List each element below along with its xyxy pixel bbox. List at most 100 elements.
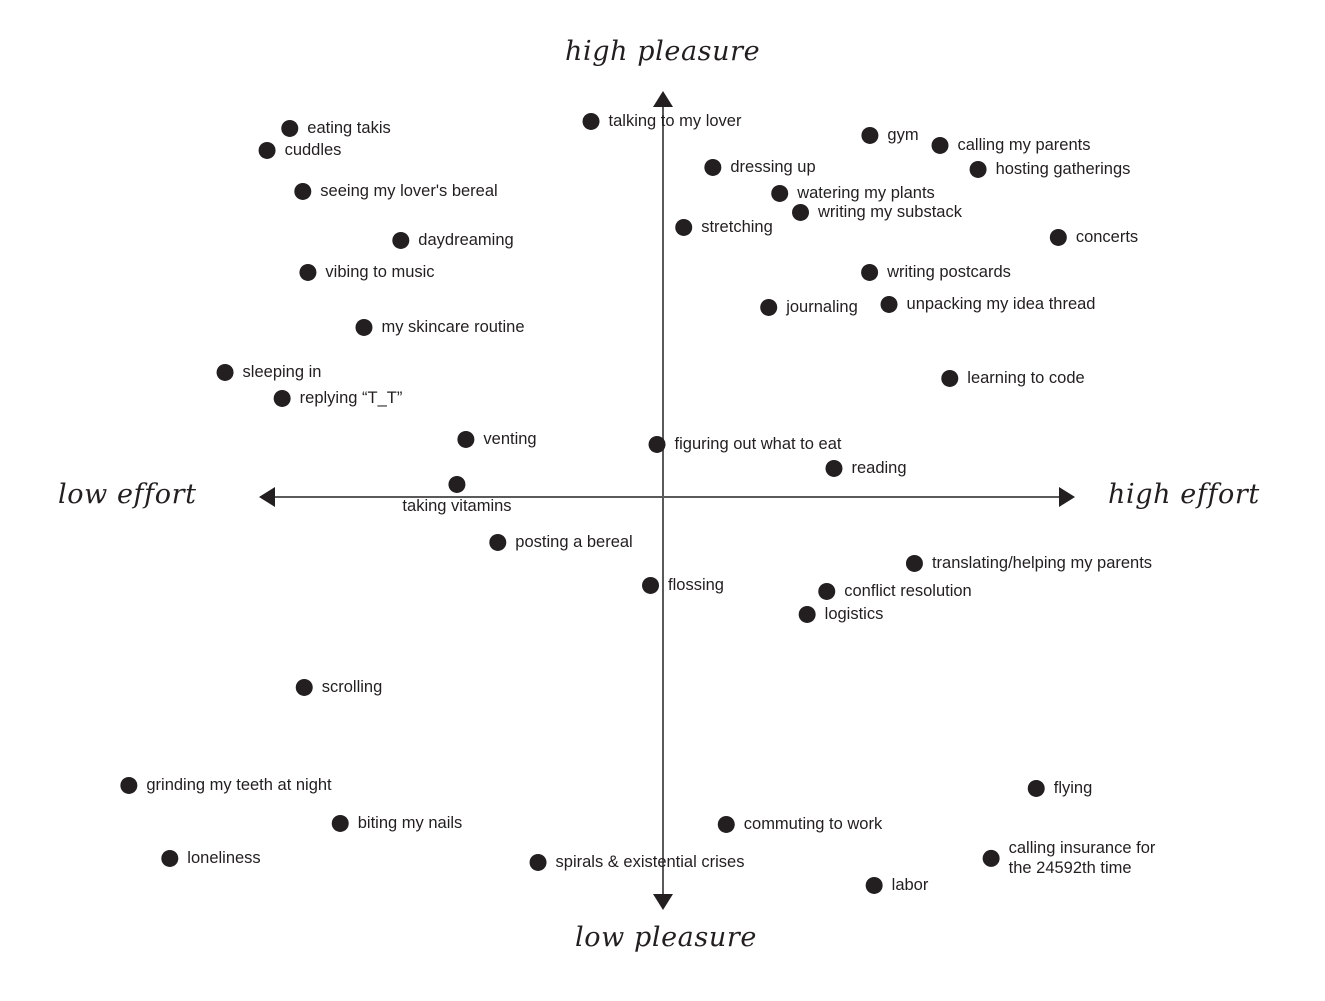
data-point[interactable]: reading xyxy=(825,458,907,478)
axis-label-low-effort: low effort xyxy=(58,479,197,510)
data-point[interactable]: labor xyxy=(865,875,928,895)
data-point-dot xyxy=(489,533,507,551)
data-point-label: gym xyxy=(887,125,919,144)
data-point[interactable]: watering my plants xyxy=(771,183,935,203)
data-point-dot xyxy=(294,182,312,200)
data-point[interactable]: gym xyxy=(861,125,919,145)
data-point[interactable]: dressing up xyxy=(704,157,816,177)
arrow-down-icon xyxy=(653,894,673,910)
data-point-label: figuring out what to eat xyxy=(674,434,842,453)
data-point-label: spirals & existential crises xyxy=(555,852,745,871)
data-point[interactable]: replying “T_T” xyxy=(273,388,403,408)
data-point-dot xyxy=(216,363,234,381)
data-point-label: journaling xyxy=(786,297,858,316)
data-point[interactable]: talking to my lover xyxy=(582,111,741,131)
data-point-dot xyxy=(448,475,466,493)
data-point[interactable]: writing postcards xyxy=(861,262,1011,282)
data-point[interactable]: unpacking my idea thread xyxy=(880,294,1095,314)
data-point-dot xyxy=(704,158,722,176)
data-point[interactable]: commuting to work xyxy=(717,814,883,834)
data-point[interactable]: biting my nails xyxy=(331,813,463,833)
data-point-label: learning to code xyxy=(967,368,1085,387)
data-point-dot xyxy=(642,576,660,594)
data-point-dot xyxy=(331,814,349,832)
data-point[interactable]: concerts xyxy=(1049,227,1139,247)
data-point[interactable]: venting xyxy=(457,429,537,449)
data-point[interactable]: translating/helping my parents xyxy=(905,553,1152,573)
data-point-label: taking vitamins xyxy=(402,496,512,515)
data-point-label: cuddles xyxy=(284,140,342,159)
data-point[interactable]: flying xyxy=(1027,778,1093,798)
data-point[interactable]: calling insurance for the 24592th time xyxy=(982,838,1155,878)
data-point-label: writing postcards xyxy=(887,262,1011,281)
data-point[interactable]: loneliness xyxy=(161,848,261,868)
data-point-dot xyxy=(717,815,735,833)
data-point-label: sleeping in xyxy=(242,362,322,381)
data-point[interactable]: flossing xyxy=(642,575,724,595)
data-point[interactable]: logistics xyxy=(798,604,884,624)
data-point-dot xyxy=(969,160,987,178)
data-point[interactable]: taking vitamins xyxy=(402,475,512,516)
data-point-label: hosting gatherings xyxy=(995,159,1131,178)
data-point[interactable]: figuring out what to eat xyxy=(648,434,842,454)
data-point[interactable]: daydreaming xyxy=(392,230,514,250)
data-point-dot xyxy=(529,853,547,871)
data-point-dot xyxy=(582,112,600,130)
data-point[interactable]: scrolling xyxy=(295,677,382,697)
data-point[interactable]: seeing my lover's bereal xyxy=(294,181,498,201)
data-point-dot xyxy=(1049,228,1067,246)
data-point-label: flying xyxy=(1053,778,1093,797)
data-point[interactable]: hosting gatherings xyxy=(969,159,1131,179)
data-point-dot xyxy=(648,435,666,453)
data-point-label: reading xyxy=(851,458,907,477)
data-point-dot xyxy=(865,876,883,894)
data-point[interactable]: vibing to music xyxy=(299,262,435,282)
arrow-right-icon xyxy=(1059,487,1075,507)
data-point[interactable]: posting a bereal xyxy=(489,532,633,552)
data-point[interactable]: my skincare routine xyxy=(355,317,525,337)
data-point[interactable]: grinding my teeth at night xyxy=(120,775,332,795)
data-point[interactable]: calling my parents xyxy=(931,135,1091,155)
data-point[interactable]: eating takis xyxy=(281,118,391,138)
data-point-label: logistics xyxy=(824,604,884,623)
data-point[interactable]: spirals & existential crises xyxy=(529,852,745,872)
data-point-dot xyxy=(880,295,898,313)
data-point[interactable]: stretching xyxy=(675,217,773,237)
data-point-dot xyxy=(941,369,959,387)
data-point-dot xyxy=(355,318,373,336)
arrow-left-icon xyxy=(259,487,275,507)
data-point-dot xyxy=(861,126,879,144)
data-point[interactable]: writing my substack xyxy=(792,202,962,222)
data-point[interactable]: learning to code xyxy=(941,368,1085,388)
data-point-dot xyxy=(675,218,693,236)
data-point-label: concerts xyxy=(1075,227,1139,246)
data-point-label: writing my substack xyxy=(818,202,962,221)
data-point-label: flossing xyxy=(668,575,724,594)
data-point-label: my skincare routine xyxy=(381,317,525,336)
data-point[interactable]: sleeping in xyxy=(216,362,322,382)
data-point-dot xyxy=(825,459,843,477)
axis-label-high-pleasure: high pleasure xyxy=(565,36,761,67)
data-point[interactable]: conflict resolution xyxy=(818,581,972,601)
data-point-dot xyxy=(905,554,923,572)
data-point-dot xyxy=(798,605,816,623)
data-point-dot xyxy=(792,203,810,221)
data-point-dot xyxy=(457,430,475,448)
data-point-dot xyxy=(273,389,291,407)
arrow-up-icon xyxy=(653,91,673,107)
data-point[interactable]: cuddles xyxy=(258,140,342,160)
data-point-dot xyxy=(299,263,317,281)
data-point-dot xyxy=(1027,779,1045,797)
data-point-label: conflict resolution xyxy=(844,581,972,600)
data-point-label: calling my parents xyxy=(957,135,1091,154)
data-point-dot xyxy=(760,298,778,316)
data-point-dot xyxy=(392,231,410,249)
data-point[interactable]: journaling xyxy=(760,297,858,317)
data-point-label: replying “T_T” xyxy=(299,388,403,407)
data-point-label: commuting to work xyxy=(743,814,883,833)
horizontal-axis-line xyxy=(268,496,1068,498)
data-point-label: biting my nails xyxy=(357,813,463,832)
data-point-dot xyxy=(931,136,949,154)
data-point-label: loneliness xyxy=(187,848,261,867)
